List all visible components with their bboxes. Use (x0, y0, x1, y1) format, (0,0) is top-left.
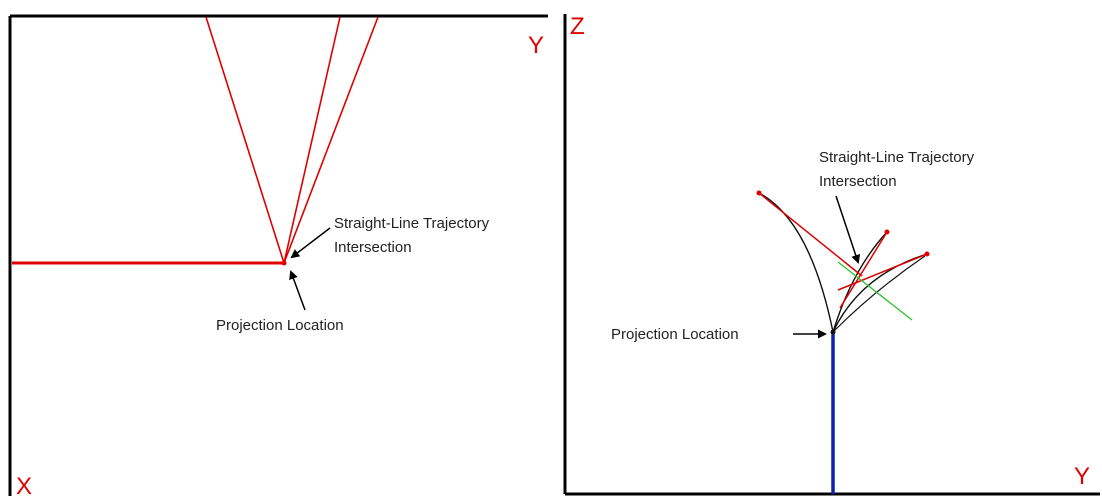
right-intersection-label-line1: Straight-Line Trajectory (819, 149, 975, 166)
right-tangent-line-3 (837, 253, 928, 291)
right-tangent-line-2 (839, 231, 888, 309)
left-intersection-point (281, 260, 287, 266)
right-axis-z-label: Z (570, 13, 585, 40)
right-axis-y-label: Y (1074, 463, 1090, 490)
left-projection-arrow (289, 270, 306, 311)
left-axis-x-label: X (16, 473, 32, 498)
right-endpoint-3 (924, 251, 930, 257)
left-trajectory-line-3 (283, 16, 379, 264)
left-intersection-arrow (290, 227, 331, 259)
left-panel: Y X Straight-Line Trajectory Intersectio… (8, 14, 548, 498)
left-projection-label: Projection Location (216, 317, 344, 334)
right-intersection-label-line2: Intersection (819, 173, 897, 190)
left-axis-y-label: Y (528, 32, 544, 59)
left-trajectory-line-2 (283, 16, 341, 264)
right-projection-label: Projection Location (611, 326, 739, 343)
right-green-tangent-line (837, 261, 913, 321)
right-tangent-line-1 (758, 192, 863, 277)
left-trajectory-line-1 (205, 16, 285, 264)
left-intersection-label-line2: Intersection (334, 239, 412, 256)
right-endpoint-1 (756, 190, 762, 196)
right-panel: Z Y Straight-Line Trajectory Intersectio… (563, 13, 1100, 496)
right-trajectory-curve-1 (758, 192, 834, 333)
right-intersection-arrow (835, 195, 861, 264)
left-intersection-label-line1: Straight-Line Trajectory (334, 215, 490, 232)
right-endpoint-2 (884, 229, 890, 235)
right-projection-point (830, 329, 836, 335)
